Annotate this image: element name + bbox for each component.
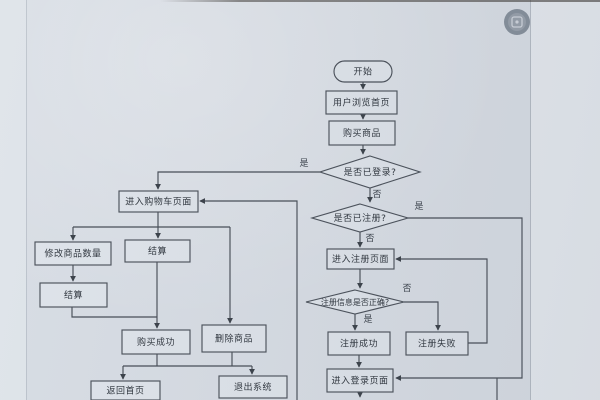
process-shape	[405, 331, 469, 356]
flow-node-back-home: 返回首页	[90, 380, 161, 400]
process-shape	[328, 120, 396, 146]
flow-connectors	[70, 82, 523, 400]
flow-node-register-fail: 注册失败	[405, 331, 469, 356]
flow-node-label: 删除商品	[215, 333, 253, 345]
process-shape	[326, 248, 395, 270]
edge-label-login-yes: 是	[299, 158, 308, 169]
photo-top-edge	[160, 0, 600, 2]
watermark-badge-icon	[504, 9, 530, 35]
decision-shape	[305, 289, 405, 315]
process-shape	[201, 324, 267, 353]
process-shape	[121, 329, 191, 355]
flow-node-register-page: 进入注册页面	[326, 248, 395, 270]
process-shape	[34, 241, 112, 266]
edge-label-reg-yes: 是	[414, 201, 423, 212]
flow-node-buy-success: 购买成功	[121, 329, 191, 355]
flow-node-label: 注册成功	[340, 338, 378, 350]
paper-right-band	[531, 0, 600, 400]
flow-node-delete-goods: 删除商品	[201, 324, 267, 353]
process-shape	[326, 368, 394, 393]
decision-shape	[309, 203, 411, 233]
flow-node-register-ok: 注册成功	[327, 331, 391, 356]
paper-left-band	[0, 0, 26, 400]
flow-node-label: 用户浏览首页	[333, 97, 390, 109]
process-shape	[325, 90, 398, 115]
flow-node-label: 进入登录页面	[331, 376, 388, 387]
decision-shape	[318, 155, 422, 189]
terminator-shape	[333, 60, 393, 83]
flow-node-cart-page: 进入购物车页面	[118, 190, 199, 213]
flow-node-info-correct: 注册信息是否正确?	[305, 289, 405, 315]
flow-node-label: 购买成功	[137, 336, 175, 348]
flow-node-settle-center: 结算	[124, 239, 191, 263]
flow-node-is-registered: 是否已注册?	[309, 203, 411, 233]
paper-right-crease	[530, 0, 531, 400]
flow-node-label: 退出系统	[234, 381, 272, 393]
flow-node-label: 返回首页	[106, 385, 144, 397]
flow-node-label: 购买商品	[343, 127, 381, 139]
flow-node-start: 开始	[333, 60, 393, 83]
flow-node-label: 注册失败	[418, 338, 456, 350]
flow-node-is-logged-in: 是否已登录?	[318, 155, 422, 189]
flow-node-label: 结算	[64, 289, 83, 301]
flow-node-login-page: 进入登录页面	[326, 368, 394, 393]
process-shape	[118, 190, 199, 213]
flow-node-buy-goods: 购买商品	[328, 120, 396, 146]
flow-node-label: 进入购物车页面	[125, 196, 192, 208]
edge-label-reg-no: 否	[365, 233, 374, 244]
flow-node-label: 结算	[148, 245, 167, 257]
edge-label-info-no: 否	[402, 283, 411, 294]
flow-node-label: 是否已注册?	[334, 212, 387, 224]
flow-node-label: 开始	[353, 66, 372, 78]
flow-node-label: 是否已登录?	[344, 167, 397, 178]
flow-node-label: 修改商品数量	[44, 248, 101, 260]
flow-node-modify-qty: 修改商品数量	[34, 241, 112, 266]
flow-node-exit-system: 退出系统	[218, 375, 288, 399]
flow-node-label: 进入注册页面	[332, 253, 389, 265]
process-shape	[218, 375, 288, 399]
edge-label-login-no: 否	[372, 189, 381, 200]
process-shape	[39, 282, 108, 308]
process-shape	[124, 239, 191, 263]
flow-node-settle-left: 结算	[39, 282, 108, 308]
flow-node-browse-home: 用户浏览首页	[325, 90, 398, 115]
process-shape	[327, 331, 391, 356]
flow-node-label: 注册信息是否正确?	[321, 297, 389, 307]
edge-label-info-yes: 是	[363, 314, 372, 325]
process-shape	[90, 380, 161, 400]
paper-left-crease	[26, 0, 27, 400]
